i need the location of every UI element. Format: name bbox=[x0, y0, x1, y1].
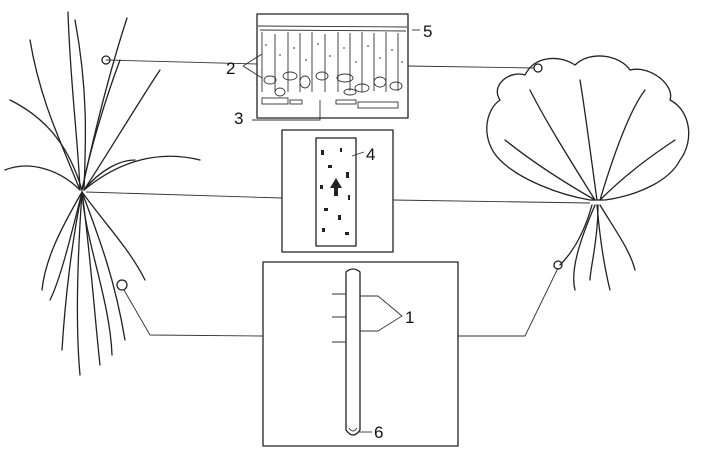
label-2: 2 bbox=[226, 59, 235, 78]
label-3: 3 bbox=[234, 109, 243, 128]
label-1: 1 bbox=[405, 308, 414, 327]
lettuce-plant bbox=[486, 55, 690, 291]
label-4: 4 bbox=[366, 145, 375, 164]
stem-section: 4 bbox=[281, 129, 394, 253]
grass-plant bbox=[4, 11, 201, 376]
label-6: 6 bbox=[374, 423, 383, 442]
leaf-cross-section: 5 2 3 bbox=[226, 13, 432, 128]
root-section: 1 6 bbox=[262, 261, 459, 447]
label-5: 5 bbox=[423, 22, 432, 41]
connector-lines bbox=[85, 59, 591, 337]
